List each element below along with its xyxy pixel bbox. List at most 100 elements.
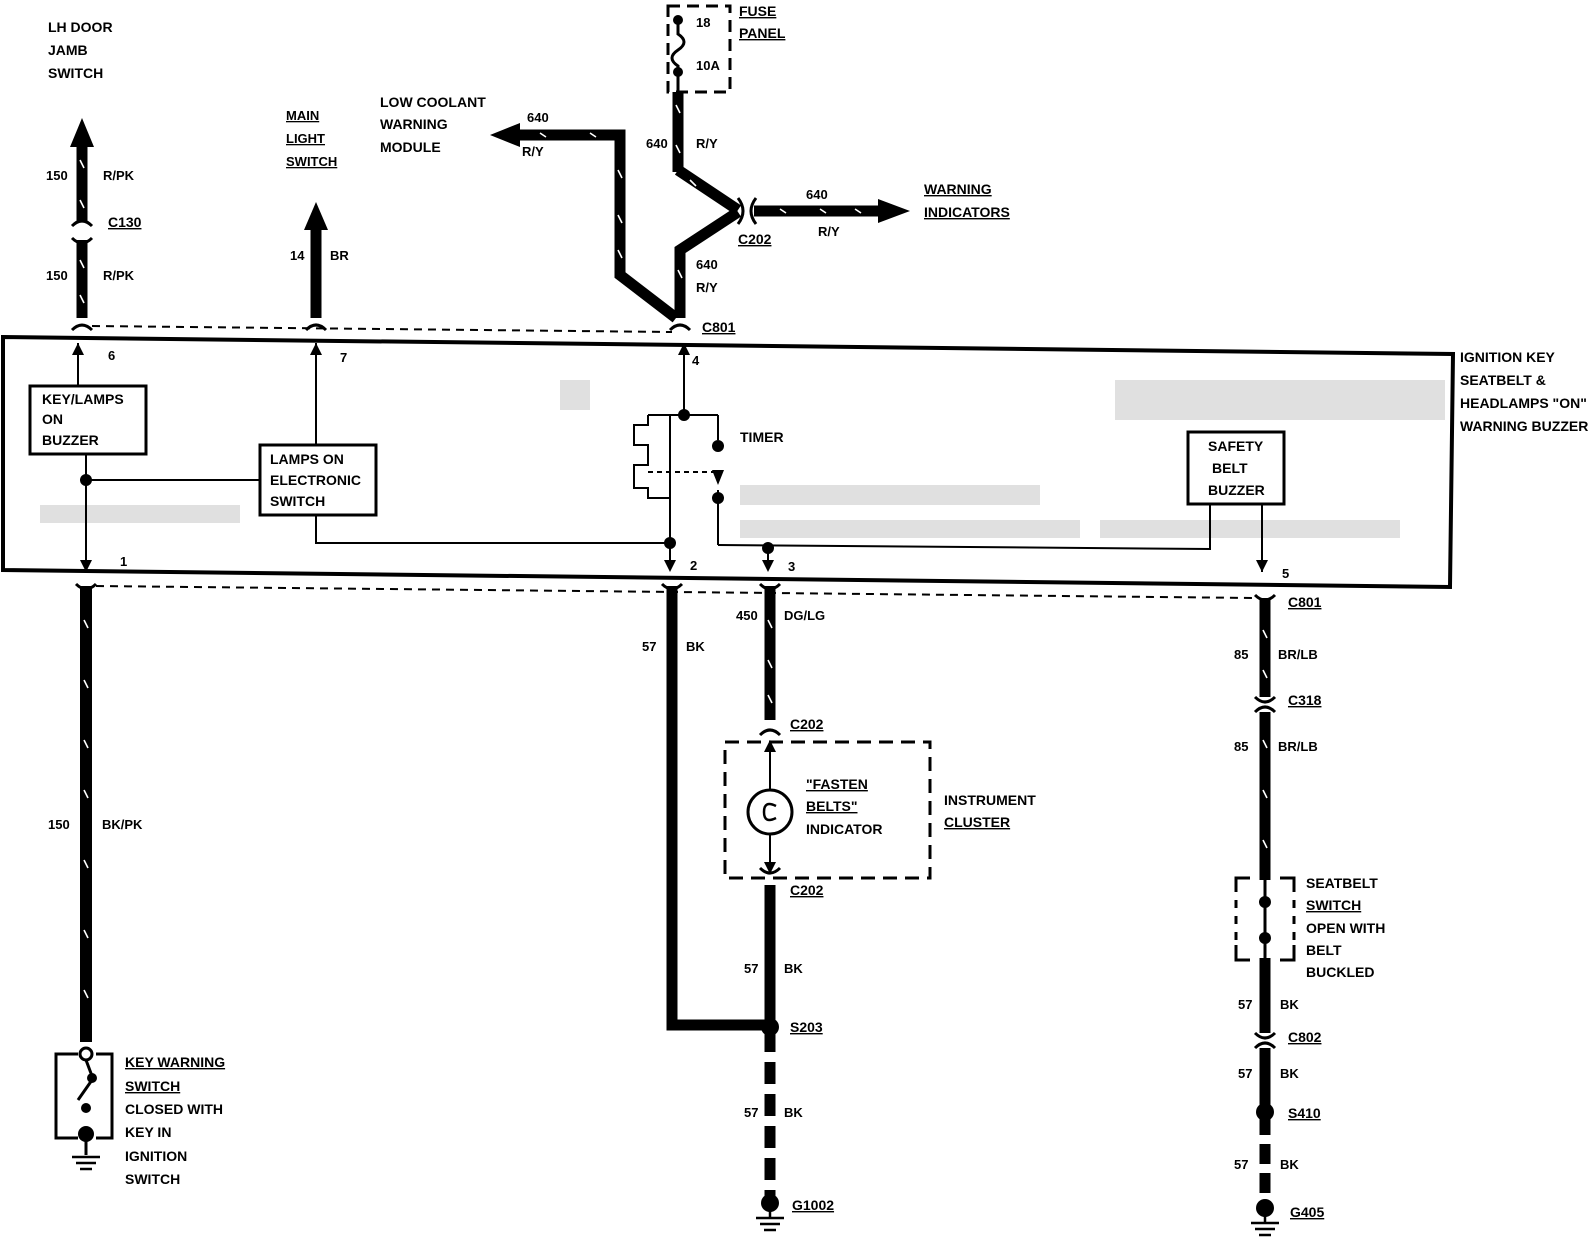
wire-640-coolant [518, 129, 680, 323]
seatbelt-switch-label-2: SWITCH [1306, 897, 1361, 913]
junction-pin2 [664, 537, 676, 549]
splice-s410-label: S410 [1288, 1105, 1321, 1121]
w150-top-b-circuit: 150 [46, 268, 68, 283]
main-light-label-1: MAIN [286, 108, 319, 123]
fuse-panel: 18 10A FUSE PANEL [666, 3, 786, 94]
w85-b-color: BR/LB [1278, 739, 1318, 754]
component-labels: LH DOOR JAMB SWITCH MAIN LIGHT SWITCH LO… [48, 19, 1588, 434]
fuse-number: 18 [696, 15, 710, 30]
w57-seat-a-color: BK [1280, 997, 1299, 1012]
arrow-to-main-light [304, 202, 328, 230]
splice-s203 [761, 1018, 779, 1036]
main-light-label-2: LIGHT [286, 131, 325, 146]
fasten-belts-lamp [746, 788, 794, 836]
lh-door-jamb-label-1: LH DOOR [48, 19, 113, 35]
w150-bottom-circuit: 150 [48, 817, 70, 832]
w150-bottom-color: BK/PK [102, 817, 143, 832]
fasten-belts-label-1: "FASTEN [806, 776, 868, 792]
w57-seat-b-circuit: 57 [1238, 1066, 1252, 1081]
junction-timer-contact-b [712, 492, 724, 504]
ground-g1002-dot [761, 1194, 779, 1212]
lamps-on-label-1: LAMPS ON [270, 451, 344, 467]
low-coolant-label-2: WARNING [380, 116, 448, 132]
splice-s203-label: S203 [790, 1019, 823, 1035]
buzzer-module-outline [0, 334, 1456, 590]
w640-indicators-color: R/Y [818, 224, 840, 239]
wire-640-to-c202 [674, 165, 742, 215]
junction-pin3 [762, 542, 774, 554]
lamps-on-label-2: ELECTRONIC [270, 472, 361, 488]
w450-color: DG/LG [784, 608, 825, 623]
w57-g405-circuit: 57 [1234, 1157, 1248, 1172]
w150-top-a-color: R/PK [103, 168, 135, 183]
ground-g405-label: G405 [1290, 1204, 1324, 1220]
c801-bottom-dash [95, 585, 1257, 599]
buzzer-module-label-1: IGNITION KEY [1460, 349, 1556, 365]
key-warning-switch: KEY WARNING SWITCH CLOSED WITH KEY IN IG… [54, 1046, 225, 1187]
w150-top-b-color: R/PK [103, 268, 135, 283]
w640-fuse-color: R/Y [696, 136, 718, 151]
low-coolant-label-1: LOW COOLANT [380, 94, 486, 110]
key-lamps-label-3: BUZZER [42, 432, 99, 448]
buzzer-module: KEY/LAMPS ON BUZZER LAMPS ON ELECTRONIC … [0, 334, 1456, 590]
splices-grounds [756, 1018, 1279, 1237]
seatbelt-switch-label-4: BELT [1306, 942, 1342, 958]
w640-coolant-circuit: 640 [527, 110, 549, 125]
w450-circuit: 450 [736, 608, 758, 623]
fuse-symbol [670, 20, 686, 92]
connector-c801-right: C801 [1288, 594, 1322, 610]
arrow-to-indicators [878, 199, 910, 223]
w640-lower-color: R/Y [696, 280, 718, 295]
fasten-belts-label-3: INDICATOR [806, 821, 882, 837]
pin-arrows [72, 343, 1268, 572]
timer-contact-arrow [712, 470, 724, 485]
arrow-to-door-jamb [70, 118, 94, 147]
connector-c202-cluster-top: C202 [790, 716, 824, 732]
w57-g1002-color: BK [784, 1105, 803, 1120]
w85-b-circuit: 85 [1234, 739, 1248, 754]
w85-a-circuit: 85 [1234, 647, 1248, 662]
w57-cluster-circuit: 57 [744, 961, 758, 976]
lamps-on-label-3: SWITCH [270, 493, 325, 509]
main-light-label-3: SWITCH [286, 154, 337, 169]
wire-labels: 150 R/PK 150 R/PK 14 BR 640 R/Y 640 R/Y … [46, 110, 1318, 1172]
key-warning-switch-outline [54, 1052, 78, 1140]
lamp-filament [762, 802, 777, 822]
connector-c202-cluster-bottom: C202 [790, 882, 824, 898]
junction-timer-top [678, 409, 690, 421]
w57-seat-a-circuit: 57 [1238, 997, 1252, 1012]
connector-c318: C318 [1288, 692, 1322, 708]
pin-5: 5 [1282, 566, 1289, 581]
pin-6: 6 [108, 348, 115, 363]
lh-door-jamb-label-3: SWITCH [48, 65, 103, 81]
w57-pin2-color: BK [686, 639, 705, 654]
junction-timer-contact-a [712, 440, 724, 452]
safety-belt-label-1: SAFETY [1208, 438, 1264, 454]
w57-g405-color: BK [1280, 1157, 1299, 1172]
warning-indicators-label-1: WARNING [924, 181, 992, 197]
ground-symbol-key [72, 1155, 100, 1171]
connector-c130: C130 [108, 214, 142, 230]
w14-color: BR [330, 248, 349, 263]
buzzer-module-label-2: SEATBELT & [1460, 372, 1546, 388]
timer-label: TIMER [740, 429, 784, 445]
w640-coolant-color: R/Y [522, 144, 544, 159]
w640-fuse-circuit: 640 [646, 136, 668, 151]
instrument-cluster-label-2: CLUSTER [944, 814, 1010, 830]
seatbelt-switch-label-1: SEATBELT [1306, 875, 1378, 891]
pin-3: 3 [788, 559, 795, 574]
safety-belt-label-3: BUZZER [1208, 482, 1265, 498]
low-coolant-label-3: MODULE [380, 139, 441, 155]
w640-indicators-circuit: 640 [806, 187, 828, 202]
w57-pin2-circuit: 57 [642, 639, 656, 654]
fuse-rating: 10A [696, 58, 720, 73]
ground-symbol-g1002 [756, 1210, 784, 1232]
key-warning-label-5: IGNITION [125, 1148, 187, 1164]
connector-labels: C130 C801 C202 C801 C202 C202 C318 C802 … [108, 214, 1324, 1220]
seatbelt-switch-label-3: OPEN WITH [1306, 920, 1385, 936]
wire-hatching [79, 104, 1268, 999]
w57-cluster-color: BK [784, 961, 803, 976]
key-lamps-buzzer-box [28, 384, 148, 456]
safety-belt-label-2: BELT [1212, 460, 1248, 476]
